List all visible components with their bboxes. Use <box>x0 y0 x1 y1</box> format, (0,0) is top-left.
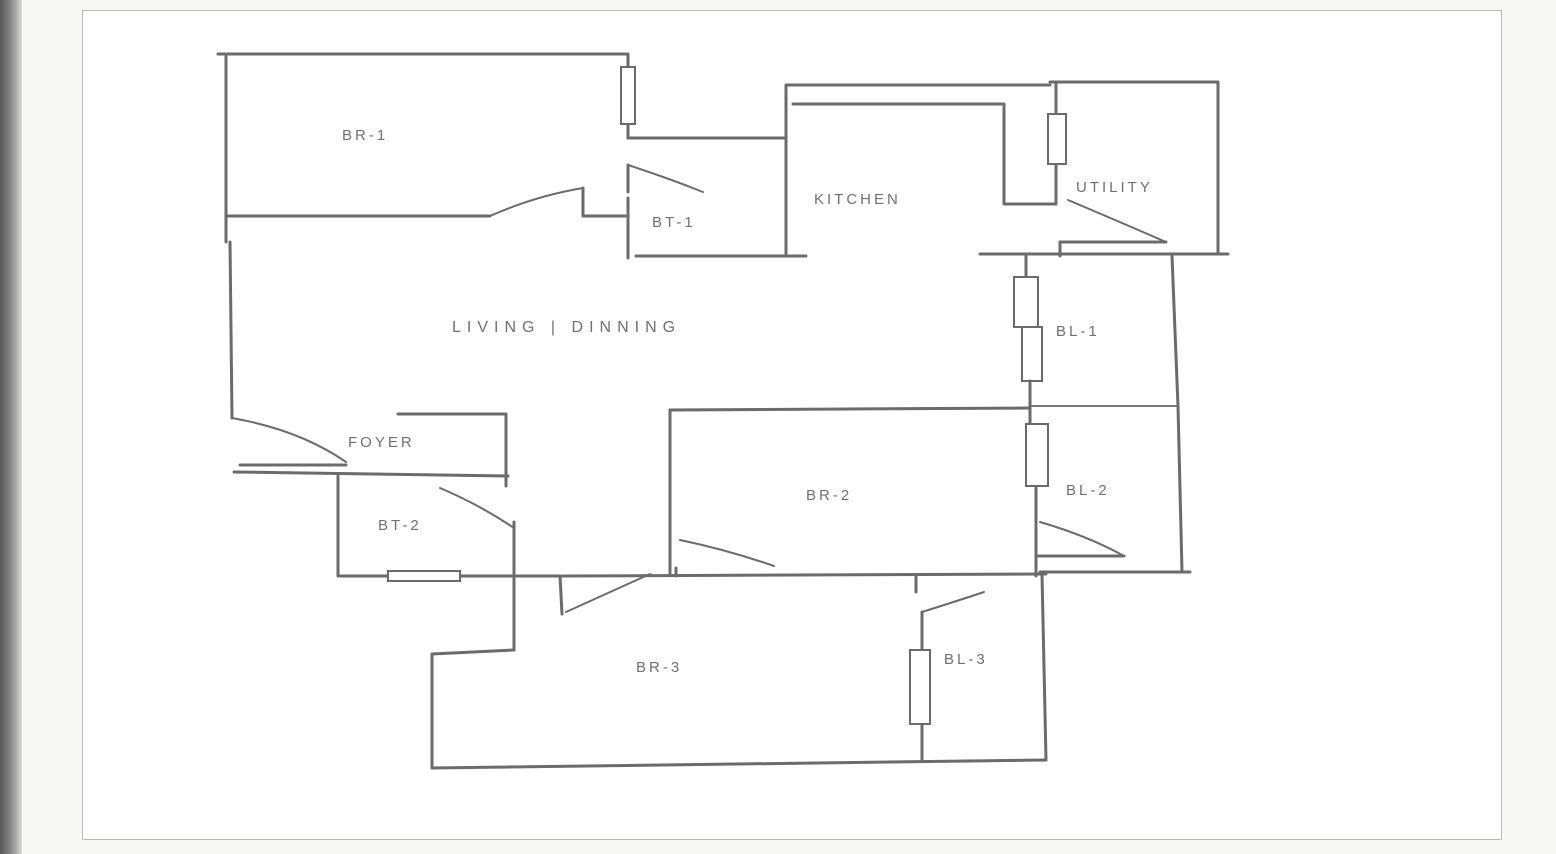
label-bath-2: BT-2 <box>378 517 422 534</box>
bedroom-3-walls <box>430 572 1048 770</box>
utility-window <box>1047 113 1067 165</box>
bedroom-1-door-swing <box>489 187 584 217</box>
bath-1-walls <box>626 136 808 260</box>
foyer-walls <box>232 412 510 488</box>
kitchen-walls <box>784 83 1058 258</box>
scan-edge-shadow <box>0 0 22 854</box>
label-kitchen: KITCHEN <box>814 191 901 208</box>
bedroom-1-window <box>620 66 636 125</box>
bath-1-door-swing <box>627 164 704 193</box>
label-bedroom-3: BR-3 <box>636 659 682 676</box>
bedroom-3-door-swing <box>565 573 651 613</box>
balcony-1-window-top <box>1013 276 1039 328</box>
utility-door-swing <box>1067 199 1167 243</box>
bath-2-walls <box>336 474 564 652</box>
balcony-3-window <box>909 649 931 725</box>
label-utility: UTILITY <box>1076 179 1153 196</box>
balcony-2-window <box>1025 423 1049 487</box>
label-balcony-2: BL-2 <box>1066 482 1110 499</box>
balcony-2-walls <box>1034 404 1192 574</box>
label-balcony-3: BL-3 <box>944 651 988 668</box>
bath-2-door-swing <box>439 487 515 529</box>
living-dining-walls <box>228 240 1180 420</box>
balcony-3-door-swing <box>921 591 985 613</box>
label-living-dining: LIVING | DINNING <box>452 319 681 336</box>
utility-walls <box>978 80 1230 258</box>
label-bath-1: BT-1 <box>652 214 696 231</box>
label-bedroom-1: BR-1 <box>342 127 388 144</box>
paper-sheet <box>82 10 1502 840</box>
foyer-entry-door-swing <box>231 417 347 463</box>
bedroom-2-door-swing <box>679 539 775 567</box>
label-bedroom-2: BR-2 <box>806 487 852 504</box>
bath-2-window <box>387 570 461 582</box>
label-foyer: FOYER <box>348 434 415 451</box>
label-balcony-1: BL-1 <box>1056 323 1100 340</box>
bedroom-1-walls <box>216 52 630 244</box>
balcony-1-window-bottom <box>1021 326 1043 382</box>
balcony-2-door-swing <box>1039 521 1125 557</box>
bedroom-2-walls <box>668 406 1038 578</box>
